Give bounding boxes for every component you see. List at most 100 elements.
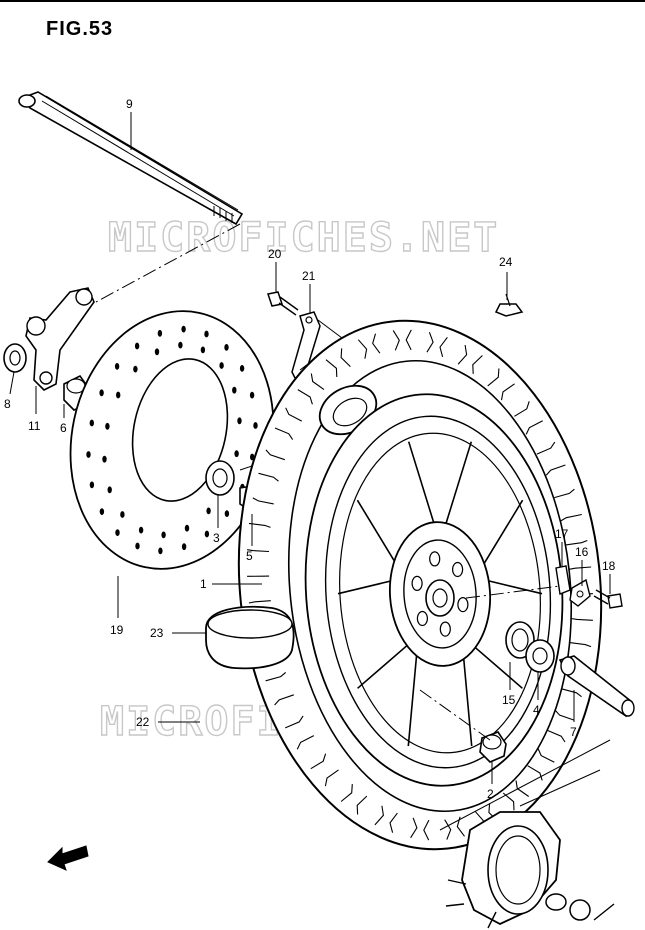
disc-hole	[178, 341, 183, 349]
spoke	[337, 579, 394, 595]
disc-hole	[224, 344, 229, 351]
tread-chevron	[356, 795, 368, 815]
axle-spacer-7[interactable]	[558, 655, 635, 718]
tread-chevron	[248, 522, 271, 528]
disc-hole	[99, 389, 104, 397]
plate-guide-line	[465, 585, 561, 599]
tread-chevron	[374, 805, 384, 826]
hub-hole	[411, 575, 423, 592]
disc-hole	[115, 529, 120, 536]
bearing-4[interactable]	[525, 639, 555, 673]
watermark-top: MICROFICHES.NET	[108, 215, 499, 261]
axle-holder[interactable]	[25, 287, 95, 391]
spoke	[357, 644, 408, 689]
spacer-washer-8[interactable]	[3, 343, 27, 373]
callout-2: 2	[487, 787, 494, 801]
tread-chevron	[525, 420, 543, 435]
collar-2[interactable]	[479, 731, 507, 763]
leader-lines	[9, 112, 611, 784]
callout-5: 5	[246, 549, 253, 563]
disc-hole	[249, 391, 255, 399]
disc-hole	[219, 362, 224, 369]
collar-guide-line	[419, 689, 491, 741]
callout-19: 19	[110, 623, 124, 637]
front-axle[interactable]	[18, 91, 244, 226]
callout-11: 11	[28, 419, 41, 433]
spoke	[462, 655, 473, 747]
brake-disc[interactable]	[47, 292, 297, 588]
tread-chevron	[274, 427, 294, 440]
callout-9: 9	[126, 97, 133, 111]
bolt-18[interactable]	[593, 589, 623, 609]
tread-chevron	[561, 688, 582, 698]
tread-chevron	[372, 333, 381, 354]
top-border-line	[0, 0, 645, 2]
disc-hole	[157, 329, 163, 337]
axle-guide-line	[95, 223, 241, 303]
tread-chevron	[457, 345, 468, 365]
tread-chevron	[439, 336, 448, 358]
tread-chevron	[547, 729, 566, 743]
disc-hole	[99, 508, 105, 515]
plate-17[interactable]	[555, 565, 571, 595]
disc-hole	[184, 524, 190, 532]
disc-hole	[206, 507, 211, 515]
tread-chevron	[392, 330, 400, 351]
spoke	[472, 644, 523, 689]
disc-hole	[105, 422, 110, 430]
callout-1: 1	[200, 577, 207, 591]
tread-chevron	[565, 539, 588, 546]
tread-chevron	[560, 513, 582, 522]
disc-hole	[204, 530, 210, 538]
lock-washer-16[interactable]	[569, 578, 591, 607]
disc-hole	[134, 342, 140, 350]
tread-chevron	[274, 694, 294, 706]
disc-hole	[133, 365, 138, 373]
disc-hole	[154, 348, 160, 356]
hub-hole	[429, 551, 441, 567]
callout-17: 17	[555, 527, 569, 541]
tread-chevron	[426, 332, 434, 353]
tread-chevron	[285, 407, 303, 422]
oil-seal-3[interactable]	[205, 460, 235, 496]
sprocket-guide-lines	[439, 739, 611, 831]
spoke	[407, 441, 436, 525]
tread-chevron	[340, 348, 351, 367]
nut-bottom[interactable]	[545, 893, 615, 921]
disc-hole	[158, 547, 163, 555]
figure-title: FIG.53	[46, 18, 114, 40]
disc-hole	[161, 531, 166, 539]
wheel-spokes	[337, 441, 543, 747]
tube-23[interactable]	[205, 605, 295, 670]
tread-chevron	[248, 600, 271, 604]
hub-hole	[439, 621, 451, 637]
disc-hole	[89, 419, 95, 427]
callout-16: 16	[575, 545, 589, 559]
tread-chevron	[570, 617, 593, 621]
tread-chevron	[284, 715, 304, 729]
bolt-20[interactable]	[267, 291, 299, 316]
callout-15: 15	[502, 693, 516, 707]
tread-chevron	[423, 819, 430, 841]
tread-chevron	[357, 339, 368, 359]
spoke	[482, 499, 524, 566]
spoke	[444, 441, 473, 525]
tread-chevron	[297, 389, 313, 405]
tread-chevron	[554, 709, 575, 721]
hub-hole	[416, 610, 428, 627]
spoke	[486, 579, 543, 595]
tread-chevron	[444, 819, 452, 840]
hub-holes	[411, 551, 469, 637]
spoke	[356, 499, 398, 566]
tread-chevron	[514, 401, 530, 417]
tread-chevron	[545, 464, 566, 476]
tread-chevron	[536, 441, 556, 455]
sprocket-drum[interactable]	[445, 811, 561, 929]
tread-chevron	[569, 566, 592, 570]
callout-24: 24	[499, 255, 513, 269]
valve-24[interactable]	[494, 293, 524, 317]
disc-hole	[86, 451, 91, 458]
callout-23: 23	[150, 626, 164, 640]
callout-6: 6	[60, 421, 67, 435]
